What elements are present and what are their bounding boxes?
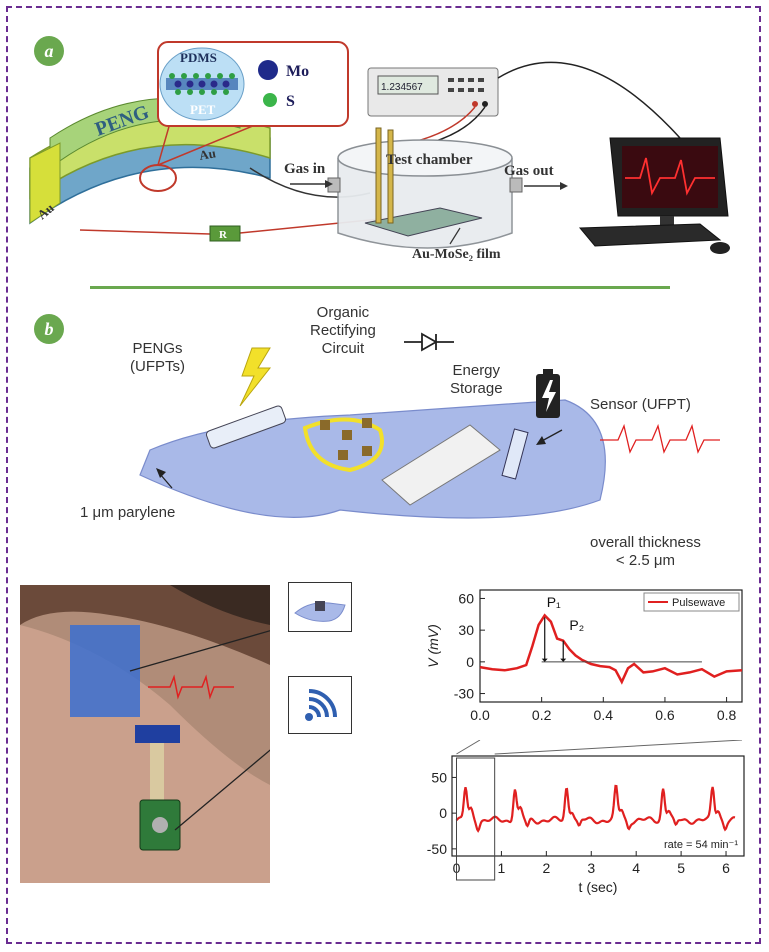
gas-out-label: Gas out [504,163,554,179]
pulse-train-chart: 500-500123456V (mV)t (sec)rate = 54 min⁻… [427,755,745,895]
rectifying-circuit [302,417,384,473]
mo-legend-dot [258,60,278,80]
pulse-overlay-trace [148,674,234,700]
chart1-annotation-p1: P₁ [547,594,561,610]
chart2-pulse-train-line [455,784,736,833]
panel-b-label: b [34,314,64,344]
chart1-ytick-label: -30 [454,686,474,702]
mo-legend-label: Mo [286,63,309,80]
chart1-legend-box [643,592,740,612]
chart2-xlabel: t (sec) [579,879,618,895]
chart1-xtick-label: 0.6 [655,707,675,723]
chart2-ytick-label: 50 [431,769,447,785]
chart1-ytick-label: 30 [458,622,474,638]
s-legend-dot [263,93,277,107]
multimeter [367,67,499,117]
zoom-connector [456,740,743,755]
pet-label: PET [190,102,216,117]
inset-device-thumbnail [288,582,352,632]
chart1-ytick-label: 60 [458,590,474,606]
computer-icon [578,137,730,254]
battery-icon [536,369,560,418]
thickness-label: overall thickness< 2.5 μm [590,534,701,569]
chart2-xtick-label: 5 [677,860,685,876]
chart1-p1-arrowhead [541,658,548,662]
au-label-right: Au [198,145,217,163]
panel-a-diagram: PENG Au Au PDMS PET Mo S R [29,41,730,262]
panel-a-label: a [34,36,64,66]
parylene-label: 1 μm parylene [80,504,176,521]
gas-in-label: Gas in [284,161,326,177]
s-legend-label: S [286,93,295,110]
chart2-frame [451,755,745,857]
panel-divider [90,286,670,289]
film-label: Au-MoSe₂ film [412,247,501,262]
lightning-icon [239,347,272,407]
chart2-rate-annotation: rate = 54 min⁻¹ [664,839,738,851]
chart1-ytick-label: 0 [466,654,474,670]
panel-a: PENG Au Au PDMS PET Mo S R [20,18,748,276]
chart2-xtick-label: 2 [542,860,550,876]
resistor-label: R [219,229,228,241]
chart2-xtick-label: 3 [587,860,595,876]
sensor-module [501,428,529,480]
pulsewave-chart: 60 30 0 -30 0.0 0.2 0.4 0.6 0.8 V (mV) P₁ P₂ Pulsewa… [425,589,743,723]
chart1-xtick-label: 0.8 [717,707,737,723]
chamber-label: Test chamber [386,152,473,168]
chart1-legend-label: Pulsewave [672,597,725,609]
pdms-label: PDMS [180,50,217,65]
chart2-ytick-label: -50 [427,841,447,857]
zoom-line-right [494,740,743,755]
chart1-xtick-label: 0.0 [470,707,490,723]
chart2-xtick-label: 6 [722,860,730,876]
panel-b-diagram [139,332,720,519]
energy-storage-block [381,424,501,506]
chart1-p2-arrowhead [560,658,567,662]
chart1-ylabel: V (mV) [425,624,441,668]
peng-module [205,405,287,449]
wifi-icon [305,689,337,721]
chart1-xtick-label: 0.2 [532,707,552,723]
inset-wireless-box [288,676,352,734]
device-patch [70,625,140,717]
pengs-label: PENGs(UFPTs) [130,340,185,375]
chart2-xtick-label: 1 [498,860,506,876]
chart1-frame [479,589,743,703]
test-chamber [327,127,523,249]
diode-icon [404,332,454,352]
dashed-frame [6,6,761,944]
chart1-annotation-p2: P₂ [569,617,584,633]
chart2-zoom-window [455,757,496,881]
material-inset [157,41,349,166]
sensor-label: Sensor (UFPT) [590,396,691,413]
chart1-xtick-label: 0.4 [594,707,614,723]
chart1-pulsewave-line [479,613,743,685]
meter-display: 1.234567 [381,82,423,93]
resistor [209,225,241,242]
sensor-pulse-trace [600,423,720,454]
chart2-ytick-label: 0 [439,805,447,821]
photo-device-on-skin [20,585,270,883]
zoom-line-left [456,740,481,755]
chart2-xtick-label: 4 [632,860,640,876]
